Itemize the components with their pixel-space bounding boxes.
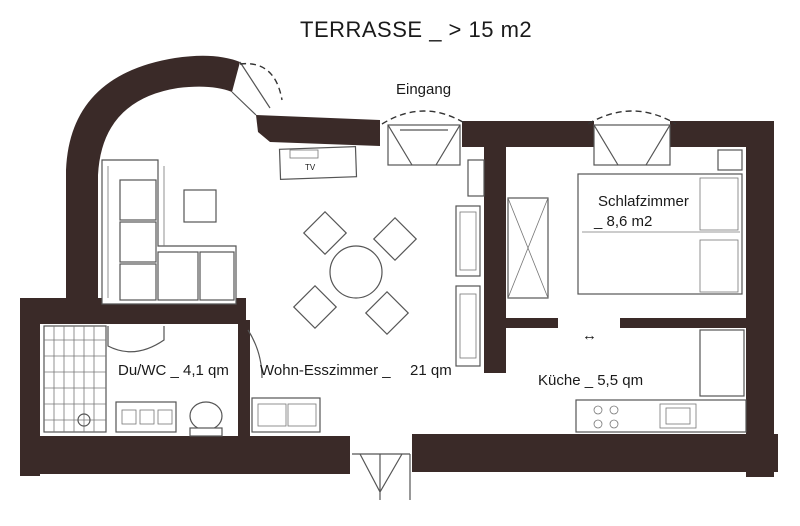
bottom-door [352,453,411,500]
kitchen-counter [575,329,747,433]
wall-bath-right [238,320,250,438]
living-area: 21 qm [410,362,452,379]
tv-cabinet [278,146,358,180]
bedroom-name: Schlafzimmer [598,193,689,210]
double-bed [577,173,743,295]
tv-label: TV [305,163,316,172]
wall-bottom-left [20,436,350,474]
wall-left-bath [20,300,40,476]
arrow-symbol: ↔ [582,327,597,344]
living-label: Wohn-Esszimmer _ [260,362,391,379]
coffee-table [183,189,217,223]
wall-top-middle [462,121,594,147]
dining-table [329,245,383,299]
doors [107,61,677,500]
bathroom-label: Du/WC _ 4,1 qm [118,362,229,379]
toilet [189,401,223,431]
entrance-door-left [387,124,461,166]
furniture [43,146,747,437]
wall-bedroom-bottom-left [506,318,558,328]
dining-chairs [292,210,418,336]
wall-partition [484,145,506,373]
bathroom-door [107,326,165,353]
wall-bedroom-bottom-right [620,318,746,328]
shelf-top [467,159,485,197]
kitchen-label: Küche _ 5,5 qm [538,372,644,389]
bedroom-area: _ 8,6 m2 [594,213,653,230]
wall-bottom-middle [412,434,778,472]
arch-door [231,61,271,116]
entrance-label: Eingang [396,81,452,98]
plan-title: TERRASSE _ > 15 m2 [300,17,533,42]
wall-right [746,121,774,477]
bath-cabinet [115,401,177,433]
living-door [247,329,263,379]
wall-arch-corner [256,115,380,146]
arched-wall [66,55,240,300]
shower [43,325,107,433]
